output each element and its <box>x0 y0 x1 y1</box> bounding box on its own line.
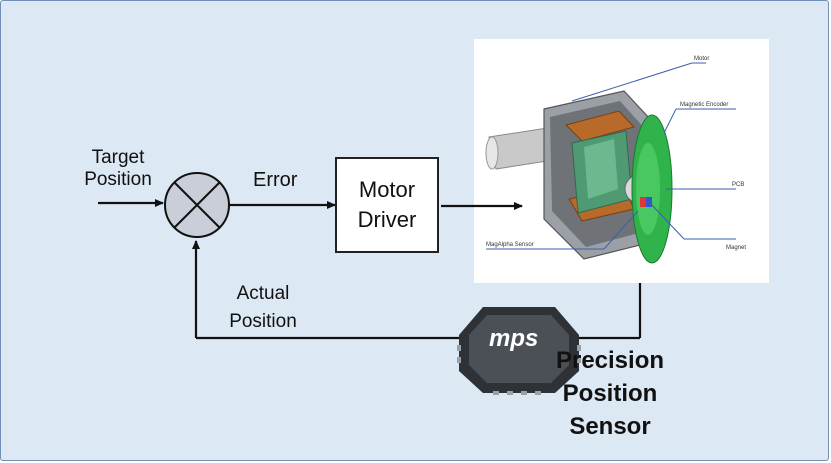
sensor-line2: Position <box>562 380 658 407</box>
motor-driver-block: Motor Driver <box>335 157 439 253</box>
actual-position-label: Actual Position <box>219 280 307 336</box>
actual-position-line2: Position <box>229 311 297 332</box>
chip-logo: mps <box>489 325 538 352</box>
target-position-line2: Position <box>84 169 152 190</box>
callout-magalpha-sensor: MagAlpha Sensor <box>486 242 534 248</box>
callout-magnet: Magnet <box>726 245 746 251</box>
shaft-end <box>485 136 499 170</box>
copper-winding-top <box>565 110 635 142</box>
magnet <box>640 197 646 207</box>
error-label: Error <box>253 169 298 191</box>
summing-junction <box>164 172 230 238</box>
motor-illustration-panel: Motor Magnetic Encoder PCB Magnet MagAlp… <box>474 39 769 283</box>
sensor-line1: Precision <box>555 347 665 374</box>
motor-driver-line1: Motor <box>358 177 416 202</box>
precision-position-sensor-label: Precision Position Sensor <box>546 344 674 443</box>
callout-magnetic-encoder: Magnetic Encoder <box>680 102 728 108</box>
callout-motor: Motor <box>694 56 709 62</box>
callout-pcb: PCB <box>732 182 744 188</box>
motor-driver-line2: Driver <box>357 207 417 232</box>
sensor-line3: Sensor <box>569 413 651 440</box>
target-position-line1: Target <box>91 147 145 168</box>
sensor-chip: mps <box>457 307 581 395</box>
motor-cutaway-illustration: Motor Magnetic Encoder PCB Magnet MagAlp… <box>485 56 746 264</box>
target-position-label: Target Position <box>79 147 157 191</box>
actual-position-line1: Actual <box>236 283 290 304</box>
